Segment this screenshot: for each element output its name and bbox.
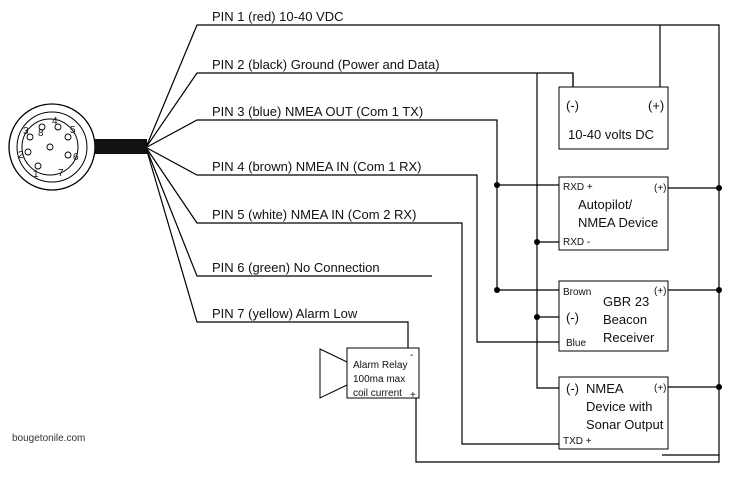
connector-pin-hole: [54, 123, 62, 131]
beacon-title-line-2: Beacon: [603, 312, 647, 327]
power-voltage-label: 10-40 volts DC: [568, 127, 654, 142]
connector-pin-hole: [38, 123, 46, 131]
wire-pin-6: [146, 149, 432, 277]
autopilot-title-line-2: NMEA Device: [578, 215, 658, 230]
power-supply-box: (-) (+) 10-40 volts DC: [558, 86, 669, 150]
alarm-relay-line-1: Alarm Relay: [353, 360, 407, 371]
beacon-minus-label: (-): [566, 310, 579, 325]
alarm-relay-minus-label: -: [410, 350, 413, 361]
alarm-relay-frame: [346, 347, 420, 399]
connector-pin-hole: [34, 162, 42, 170]
wire-pin-3: [146, 119, 559, 291]
pin-5-label: PIN 5 (white) NMEA IN (Com 2 RX): [212, 207, 416, 222]
autopilot-frame: [558, 176, 669, 251]
pin-labels: PIN 1 (red) 10-40 VDC PIN 2 (black) Grou…: [212, 9, 440, 321]
autopilot-title-line-1: Autopilot/: [578, 197, 633, 212]
connector-pin-7-number: 7: [58, 168, 64, 179]
sonar-frame: [558, 376, 669, 450]
connector-pin-8-number: 8: [38, 128, 44, 139]
junction-dot: [494, 287, 500, 293]
beacon-frame: [558, 280, 669, 352]
junction-dots: [494, 182, 722, 390]
sonar-txd-plus-label: TXD +: [563, 436, 592, 447]
connector-pin-5-number: 5: [70, 125, 76, 136]
sonar-title-line-3: Sonar Output: [586, 417, 664, 432]
wire-relay-plus-to-power: [415, 398, 720, 463]
connector-pin-hole: [64, 133, 72, 141]
beacon-title-line-3: Receiver: [603, 330, 655, 345]
pin-2-label: PIN 2 (black) Ground (Power and Data): [212, 57, 440, 72]
alarm-relay-line-3: coil current: [353, 388, 402, 399]
pin-4-label: PIN 4 (brown) NMEA IN (Com 1 RX): [212, 159, 422, 174]
beacon-blue-label: Blue: [566, 338, 586, 349]
autopilot-rxd-plus-label: RXD +: [563, 182, 593, 193]
beacon-receiver-box: Brown (+) GBR 23 (-) Beacon Receiver Blu…: [558, 280, 669, 352]
connector-pin-hole: [64, 151, 72, 159]
connector-pin-6-number: 6: [73, 152, 79, 163]
connector-pin-hole: [46, 143, 54, 151]
alarm-horn-icon: [319, 348, 348, 399]
junction-dot: [534, 314, 540, 320]
power-plus-label: (+): [648, 98, 664, 113]
alarm-relay: Alarm Relay 100ma max coil current - +: [319, 347, 420, 401]
pin-7-label: PIN 7 (yellow) Alarm Low: [212, 306, 358, 321]
wire-pin-7: [146, 150, 409, 348]
pin-3-label: PIN 3 (blue) NMEA OUT (Com 1 TX): [212, 104, 423, 119]
junction-dot: [716, 384, 722, 390]
connector-pin-hole: [26, 133, 34, 141]
watermark: bougetonile.com: [12, 433, 85, 444]
wire-ground-bus: [536, 73, 559, 389]
pin-6-label: PIN 6 (green) No Connection: [212, 260, 380, 275]
autopilot-box: RXD + (+) Autopilot/ NMEA Device RXD -: [558, 176, 669, 251]
sonar-plus-label: (+): [654, 383, 667, 394]
connector-pin-2-number: 2: [18, 150, 24, 161]
junction-dot: [494, 182, 500, 188]
autopilot-rxd-minus-label: RXD -: [563, 237, 590, 248]
junction-dot: [716, 287, 722, 293]
beacon-plus-label: (+): [654, 286, 667, 297]
connector-pin-3-number: 3: [23, 126, 29, 137]
wire-pin-5: [146, 148, 559, 445]
junction-dot: [716, 185, 722, 191]
beacon-title-line-1: GBR 23: [603, 294, 649, 309]
pin-1-label: PIN 1 (red) 10-40 VDC: [212, 9, 344, 24]
wire-pin-4: [146, 147, 559, 343]
connector-pin-1-number: 1: [33, 169, 39, 180]
sonar-title-line-1: NMEA: [586, 381, 624, 396]
power-supply-frame: [558, 86, 669, 150]
junction-dot: [534, 239, 540, 245]
connector-pin-4-number: 4: [52, 116, 58, 127]
connector-pins: [24, 123, 72, 170]
power-minus-label: (-): [566, 98, 579, 113]
sonar-minus-label: (-): [566, 381, 579, 396]
connector-pin-hole: [24, 148, 32, 156]
sonar-device-box: (-) NMEA (+) Device with Sonar Output TX…: [558, 376, 669, 450]
beacon-brown-label: Brown: [563, 287, 591, 298]
alarm-relay-line-2: 100ma max: [353, 374, 405, 385]
sonar-title-line-2: Device with: [586, 399, 652, 414]
wire-pin-1: [146, 24, 720, 456]
autopilot-plus-label: (+): [654, 183, 667, 194]
interconnect-wires: [415, 25, 720, 463]
connector: 1 2 3 4 5 6 7 8: [8, 103, 96, 191]
alarm-relay-plus-label: +: [410, 390, 416, 401]
cable: [95, 139, 147, 154]
